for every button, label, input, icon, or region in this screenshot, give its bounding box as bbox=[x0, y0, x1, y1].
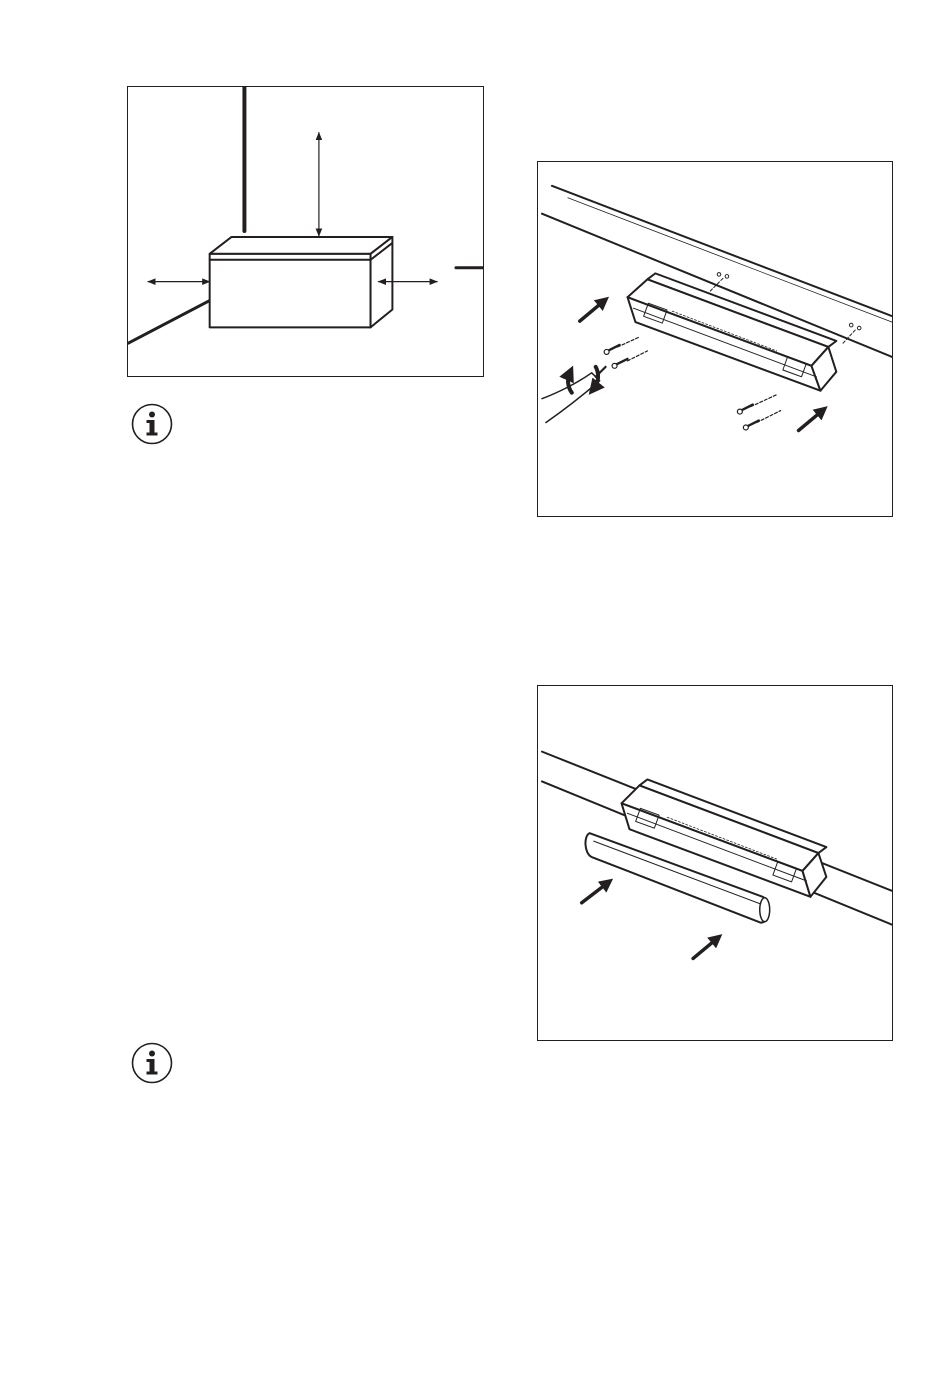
handle-mount-illustration bbox=[538, 162, 892, 516]
handle-cover-illustration bbox=[538, 686, 892, 1040]
info-icon bbox=[131, 1042, 173, 1084]
handle-cover-insert-diagram bbox=[537, 685, 893, 1041]
handle-mount-screws-diagram bbox=[537, 161, 893, 517]
floor-left-line bbox=[128, 301, 209, 344]
freezer-box bbox=[210, 237, 393, 327]
info-icon bbox=[131, 403, 173, 445]
freezer-clearance-diagram bbox=[127, 86, 484, 377]
door-top-edge bbox=[552, 186, 892, 316]
freezer-clearance-illustration bbox=[128, 87, 483, 376]
